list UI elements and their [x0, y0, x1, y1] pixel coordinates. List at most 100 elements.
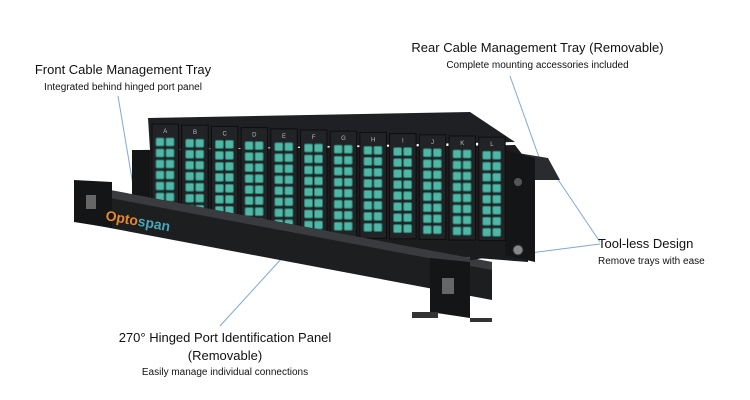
fiber-port — [244, 163, 254, 173]
module-slot: L — [478, 136, 506, 242]
module-slot: J — [418, 134, 447, 240]
fiber-port — [343, 199, 353, 209]
module-letter: A — [163, 129, 167, 135]
fiber-port — [185, 160, 195, 170]
fiber-port — [452, 226, 462, 236]
thumbscrew-icon — [512, 244, 524, 256]
fiber-port — [452, 204, 462, 214]
fiber-port — [393, 202, 403, 212]
leader-line-front-tray — [117, 95, 134, 186]
fiber-port — [462, 149, 472, 159]
fiber-port — [373, 145, 383, 155]
fiber-port — [244, 207, 254, 217]
module-letter: J — [431, 140, 434, 146]
module-letter: K — [460, 141, 464, 147]
fiber-port — [432, 192, 442, 202]
fiber-port — [214, 139, 224, 149]
fiber-port — [432, 203, 442, 213]
module-letter: L — [490, 142, 494, 148]
callout-front-cable-tray: Front Cable Management Tray Integrated b… — [18, 62, 228, 94]
fiber-port — [343, 210, 353, 220]
fiber-port — [185, 149, 195, 159]
fiber-port — [314, 220, 323, 230]
fiber-port — [195, 149, 205, 159]
module-letter: G — [341, 136, 346, 142]
fiber-port — [224, 194, 234, 204]
fiber-port — [195, 193, 205, 203]
fiber-port — [482, 150, 492, 160]
fiber-port — [284, 186, 294, 196]
fiber-port — [393, 169, 403, 179]
fiber-port — [284, 153, 294, 163]
module-letter: H — [371, 137, 375, 143]
fiber-port — [482, 161, 492, 171]
fiber-port — [462, 171, 472, 181]
fiber-port — [304, 143, 313, 153]
fiber-port — [274, 197, 284, 207]
hinge-foot — [470, 318, 492, 322]
module-slot: E — [270, 128, 298, 237]
fiber-port — [274, 186, 284, 196]
fiber-port — [333, 166, 343, 176]
fiber-port — [304, 209, 313, 219]
callout-hinged-panel: 270° Hinged Port Identification Panel (R… — [90, 330, 360, 379]
fiber-port — [224, 150, 234, 160]
fiber-port — [333, 177, 343, 187]
rack-ear-right — [505, 150, 535, 262]
callout-subtitle: Integrated behind hinged port panel — [44, 81, 202, 93]
fiber-port — [254, 141, 264, 151]
fiber-port — [333, 144, 343, 154]
fiber-port — [274, 153, 284, 163]
fiber-port — [373, 178, 383, 188]
latch-icon — [442, 278, 454, 294]
fiber-port — [373, 200, 383, 210]
fiber-port — [422, 203, 432, 213]
fiber-port — [403, 169, 413, 179]
fiber-port — [492, 183, 502, 193]
callout-title: Front Cable Management Tray — [34, 62, 212, 77]
fiber-port — [422, 148, 432, 158]
callout-subtitle: Easily manage individual connections — [141, 367, 309, 379]
fiber-port — [452, 149, 462, 159]
fiber-port — [304, 165, 313, 175]
hinge-arm — [469, 249, 501, 261]
leader-line-hinged-panel — [219, 257, 283, 327]
fiber-port — [224, 172, 234, 182]
hinged-panel-edge — [78, 184, 492, 270]
module-slot: H — [359, 131, 387, 239]
fiber-port — [462, 160, 472, 170]
fiber-port — [452, 193, 462, 203]
fiber-port — [452, 215, 462, 225]
fiber-port — [314, 187, 323, 197]
fiber-port — [422, 225, 432, 235]
fiber-port — [274, 208, 284, 218]
fiber-port — [363, 200, 373, 210]
fiber-port — [195, 160, 205, 170]
fiber-port — [165, 148, 175, 158]
fiber-port — [314, 154, 323, 164]
fiber-port — [274, 175, 284, 185]
callout-title: 270° Hinged Port Identification Panel — [118, 330, 332, 345]
fiber-port — [482, 227, 492, 237]
fiber-port — [403, 180, 413, 190]
fiber-port — [314, 143, 323, 153]
fiber-port — [363, 189, 373, 199]
callout-subtitle: Complete mounting accessories included — [446, 59, 629, 71]
fiber-port — [314, 176, 323, 186]
fiber-port — [422, 214, 432, 224]
fiber-port — [462, 193, 472, 203]
fiber-port — [155, 159, 165, 169]
fiber-port — [254, 152, 264, 162]
fiber-port — [165, 159, 175, 169]
fiber-port — [452, 160, 462, 170]
fiber-port — [165, 137, 175, 147]
module-slot: I — [389, 133, 417, 240]
fiber-port — [482, 183, 492, 193]
fiber-port — [244, 141, 254, 151]
fiber-port — [482, 194, 492, 204]
fiber-port — [314, 198, 323, 208]
fiber-port — [462, 226, 472, 236]
fiber-port — [304, 187, 313, 197]
module-slot: K — [448, 135, 476, 241]
fiber-port — [284, 175, 294, 185]
